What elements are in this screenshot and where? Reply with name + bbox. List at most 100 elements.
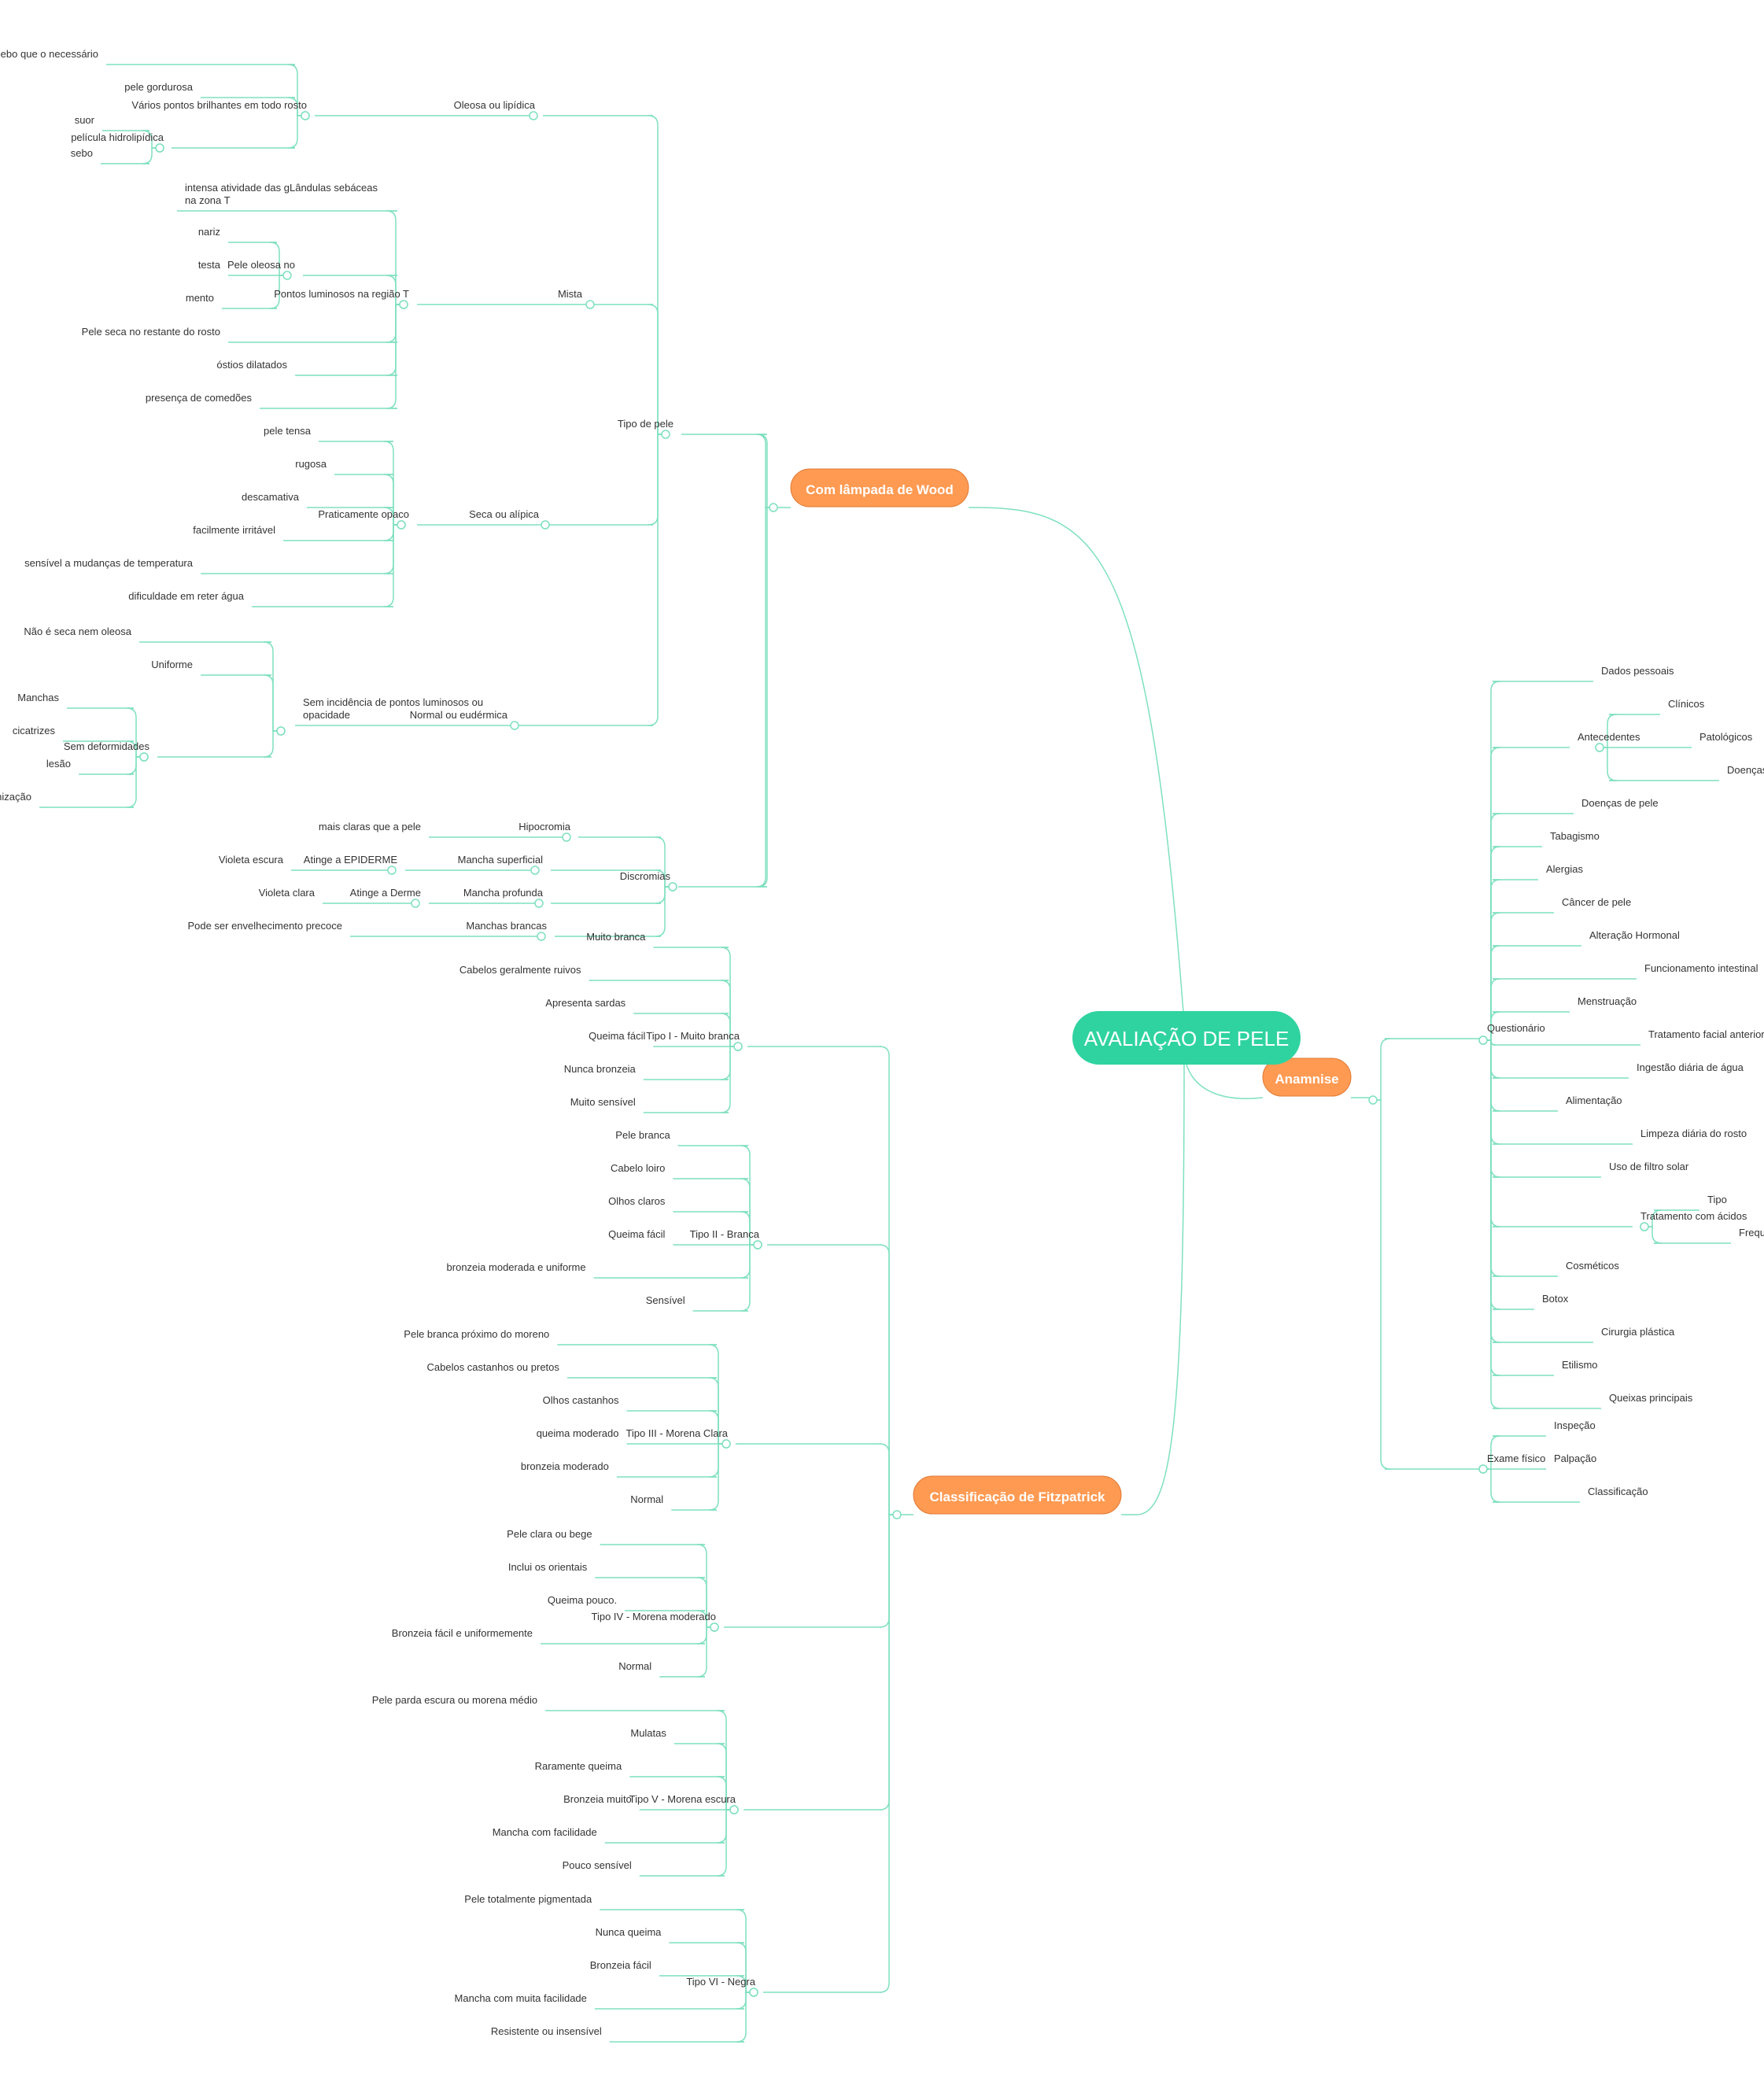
node-wood-discromias-mais-claras[interactable]: mais claras que a pele	[319, 821, 555, 838]
oleosa-no-hub[interactable]	[282, 271, 292, 280]
node-fitz-t2-label[interactable]: Tipo II - Branca	[690, 1228, 881, 1246]
node-wood-tipo-seca-opaco[interactable]: Praticamente opaco	[318, 508, 531, 526]
fitz-t1-hub[interactable]	[733, 1042, 743, 1051]
seca-hub[interactable]	[541, 520, 550, 530]
node-fitz-t2-items-3[interactable]: Queima fácil	[608, 1228, 748, 1246]
node-anamnise-questionario-clinicos[interactable]: Clínicos	[1609, 698, 1705, 715]
anamnise-hub[interactable]	[1368, 1095, 1378, 1105]
node-anamnise-questionario-tipo[interactable]: Tipo	[1654, 1194, 1727, 1211]
pelicula-hub[interactable]	[155, 143, 164, 153]
node-anamnise-exame-classificacao[interactable]: Classificação	[1493, 1486, 1648, 1503]
node-fitz-t1-label[interactable]: Tipo I - Muito branca	[646, 1030, 881, 1047]
node-fitz-t1-items-3[interactable]: Queima fácil	[589, 1030, 729, 1047]
node-anamnise-questionario-tabagismo[interactable]: Tabagismo	[1493, 830, 1600, 847]
node-wood-tipo-oleosa-produz[interactable]: produz mais sebo que o necessário	[0, 48, 295, 65]
node-fitz-t4-items-2[interactable]: Queima pouco.	[548, 1594, 705, 1611]
node-fitz-t5-items-2[interactable]: Raramente queima	[535, 1760, 725, 1777]
questionario-hub[interactable]	[1478, 1035, 1488, 1045]
profunda-hub[interactable]	[534, 899, 544, 908]
node-wood-tipo-mista-oleosa-no[interactable]: Pele oleosa no	[227, 259, 397, 276]
node-anamnise-questionario-cancer[interactable]: Câncer de pele	[1493, 896, 1631, 914]
node-fitz-t2-items-4[interactable]: bronzeia moderada e uniforme	[447, 1261, 748, 1279]
exame-hub[interactable]	[1478, 1464, 1488, 1474]
node-anamnise-questionario-cirurgia[interactable]: Cirurgia plástica	[1493, 1326, 1675, 1343]
node-fitz-t5-items-1[interactable]: Mulatas	[630, 1727, 725, 1744]
node-wood-tipo-normal-sem-deform[interactable]: Sem deformidades	[64, 740, 271, 758]
node-wood-tipo-mista-seca-restante[interactable]: Pele seca no restante do rosto	[82, 326, 397, 343]
atinge-epi-hub[interactable]	[387, 866, 397, 875]
node-fitz-t5-items-3[interactable]: Bronzeia muito	[563, 1793, 725, 1811]
node-anamnise-questionario-antecedentes[interactable]: Antecedentes	[1493, 731, 1640, 748]
node-fitz-t3-label[interactable]: Tipo III - Morena Clara	[626, 1427, 881, 1445]
node-wood-tipo-mista-atividade1[interactable]: intensa atividade das gLândulas sebáceas…	[177, 182, 397, 212]
atinge-derme-hub[interactable]	[411, 899, 420, 908]
fitz-t5-hub[interactable]	[729, 1805, 739, 1814]
node-anamnise-exame-label[interactable]: Exame físico	[1385, 1453, 1545, 1470]
node-anamnise-questionario-agua[interactable]: Ingestão diária de água	[1493, 1061, 1744, 1079]
node-anamnise-questionario-acidos[interactable]: Tratamento com ácidos	[1493, 1210, 1747, 1227]
node-wood-tipo-seca-sensivel[interactable]: sensível a mudanças de temperatura	[24, 557, 393, 574]
node-wood-tipo-seca-irritavel[interactable]: facilmente irritável	[193, 524, 393, 541]
node-anamnise-questionario-cosmeticos[interactable]: Cosméticos	[1493, 1260, 1619, 1277]
node-wood-tipo-seca-label[interactable]: Seca ou alípica	[469, 508, 653, 526]
node-wood-tipo-label[interactable]: Tipo de pele	[618, 418, 767, 435]
node-anamnise-questionario-filtro[interactable]: Uso de filtro solar	[1493, 1161, 1689, 1178]
node-wood-tipo-seca-dificuldade[interactable]: dificuldade em reter água	[128, 590, 393, 607]
oleosa-hub[interactable]	[529, 111, 538, 120]
node-fitz-t1-items-2[interactable]: Apresenta sardas	[545, 997, 729, 1014]
node-anamnise-questionario-doencas-cronicas[interactable]: Doenças crônicas	[1609, 764, 1764, 781]
node-wood-tipo-mista-comedoes[interactable]: presença de comedões	[146, 392, 397, 409]
node-wood-discromias-atinge-epi[interactable]: Atinge a EPIDERME	[304, 854, 523, 871]
node-wood-tipo-mista-nariz[interactable]: nariz	[198, 226, 277, 243]
node-fitz-t5-items-0[interactable]: Pele parda escura ou morena médio	[372, 1694, 725, 1711]
pontos-hub[interactable]	[301, 111, 310, 120]
node-wood-tipo-normal-lesao[interactable]: lesão	[46, 758, 134, 775]
node-wood-tipo-oleosa-sebo[interactable]: sebo	[71, 147, 149, 164]
node-wood-tipo-normal-uniforme[interactable]: Uniforme	[151, 659, 271, 676]
node-anamnise-questionario-limpeza[interactable]: Limpeza diária do rosto	[1493, 1128, 1747, 1145]
node-fitz-t2-items-2[interactable]: Olhos claros	[608, 1195, 748, 1213]
node-fitz-t2-items-5[interactable]: Sensível	[646, 1294, 748, 1312]
node-fitz-t3-items-4[interactable]: bronzeia moderado	[521, 1460, 717, 1478]
hipocromia-hub[interactable]	[562, 832, 571, 842]
node-fitz-t3-items-0[interactable]: Pele branca próximo do moreno	[404, 1328, 717, 1346]
node-anamnise-questionario-label[interactable]: Questionário	[1385, 1022, 1545, 1039]
node-fitz-t4-items-0[interactable]: Pele clara ou bege	[507, 1528, 705, 1545]
wood-topic[interactable]: Com lâmpada de Wood	[790, 468, 969, 508]
node-fitz-t3-items-2[interactable]: Olhos castanhos	[543, 1394, 717, 1412]
node-anamnise-exame-inspecao[interactable]: Inspeção	[1493, 1419, 1596, 1437]
node-fitz-t6-items-1[interactable]: Nunca queima	[596, 1926, 744, 1944]
node-anamnise-questionario-tratamento-facial[interactable]: Tratamento facial anterior	[1493, 1028, 1764, 1046]
mista-hub[interactable]	[585, 300, 595, 309]
node-wood-discromias-brancas[interactable]: Manchas brancas	[466, 920, 661, 937]
node-wood-discromias-hipocromia[interactable]: Hipocromia	[518, 821, 661, 838]
anamnise-topic[interactable]: Anamnise	[1262, 1058, 1352, 1097]
node-wood-discromias-superficial[interactable]: Mancha superficial	[458, 854, 661, 871]
node-anamnise-questionario-etilismo[interactable]: Etilismo	[1493, 1359, 1598, 1376]
antecedentes-hub[interactable]	[1595, 743, 1604, 752]
tipo-pele-hub[interactable]	[661, 430, 670, 439]
node-anamnise-questionario-patologicos[interactable]: Patológicos	[1609, 731, 1753, 748]
node-wood-tipo-oleosa-label[interactable]: Oleosa ou lipídica	[454, 99, 653, 116]
node-anamnise-questionario-frequencia[interactable]: Frequência	[1654, 1227, 1764, 1244]
opaco-hub[interactable]	[397, 520, 406, 530]
node-wood-tipo-normal-nao-seca[interactable]: Não é seca nem oleosa	[24, 626, 271, 643]
node-anamnise-questionario-alergias[interactable]: Alergias	[1493, 863, 1583, 880]
node-fitz-t1-items-0[interactable]: Muito branca	[586, 931, 729, 948]
node-fitz-t4-items-1[interactable]: Inclui os orientais	[508, 1561, 705, 1578]
node-wood-discromias-profunda[interactable]: Mancha profunda	[463, 887, 661, 904]
node-wood-tipo-normal-queratinizacao[interactable]: Queratinização	[0, 791, 134, 808]
node-wood-tipo-normal-manchas[interactable]: Manchas	[17, 692, 134, 709]
deform-hub[interactable]	[139, 752, 149, 762]
node-wood-tipo-normal-sem1[interactable]: Sem incidência de pontos luminosos ouopa…	[295, 696, 504, 726]
node-fitz-t3-items-5[interactable]: Normal	[630, 1493, 717, 1511]
node-fitz-t3-items-3[interactable]: queima moderado	[537, 1427, 717, 1445]
node-fitz-t2-items-0[interactable]: Pele branca	[615, 1129, 748, 1146]
node-wood-discromias-violeta-clara[interactable]: Violeta clara	[259, 887, 405, 904]
wood-hub[interactable]	[769, 503, 778, 512]
node-fitz-t4-label[interactable]: Tipo IV - Morena moderado	[592, 1611, 881, 1628]
node-wood-tipo-mista-testa[interactable]: testa	[198, 259, 277, 276]
node-wood-discromias-envelhecimento[interactable]: Pode ser envelhecimento precoce	[187, 920, 531, 937]
regiao-hub[interactable]	[399, 300, 408, 309]
node-fitz-t2-items-1[interactable]: Cabelo loiro	[611, 1162, 748, 1179]
